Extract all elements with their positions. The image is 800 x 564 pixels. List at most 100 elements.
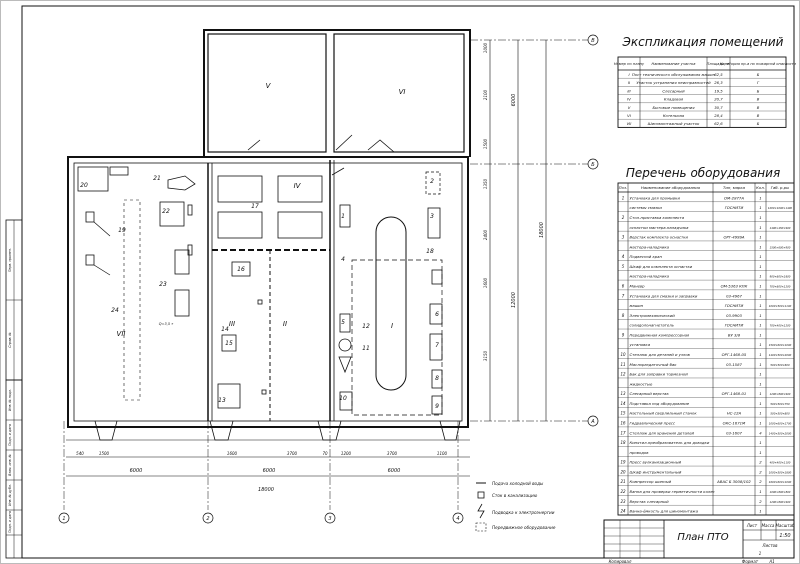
- dim-small: 1600: [227, 451, 238, 456]
- dim-right: 1600: [483, 277, 488, 288]
- equipment-cell: мастера-наладчика: [630, 244, 670, 249]
- floor-plan: IIIIIIIVVVIVII12345678910111213141516171…: [58, 29, 599, 524]
- dim-small: 3700: [387, 451, 398, 456]
- workbench-3: [427, 207, 441, 239]
- equipment-cell: 1: [759, 450, 761, 455]
- axis-bubble-4: [452, 512, 464, 524]
- drill-15: [221, 334, 237, 352]
- equipment-cell: 1000×800×800: [770, 490, 791, 494]
- manoeuvre-6: [429, 303, 443, 325]
- explication-cell: VII: [627, 121, 633, 126]
- equipment-cell: проводов: [630, 450, 650, 455]
- equipment-cell: 17: [620, 430, 626, 435]
- equipment-cell: Пресс вулканизационный: [630, 460, 682, 465]
- equipment-cell: 13: [620, 391, 626, 396]
- cabinet-5: [339, 313, 351, 333]
- equipment-cell: 12: [620, 372, 626, 377]
- equipment-cell: 03-1607: [726, 430, 742, 435]
- explication-cell: Шиномонтажный участок: [648, 121, 701, 126]
- tb-sheets-count: 1: [759, 551, 762, 556]
- equipment-cell: 11: [620, 362, 625, 367]
- explication-cell: 19,5: [714, 88, 723, 93]
- lube-unit-7: [429, 333, 443, 361]
- explication-cell: Бытовые помещения: [652, 105, 695, 110]
- explication-cell: Котельная: [663, 113, 685, 118]
- position-15: 15: [225, 340, 233, 347]
- equipment-cell: 1: [759, 254, 761, 259]
- position-21: 21: [153, 175, 161, 182]
- position-12: 12: [362, 323, 370, 330]
- equipment-cell: 1: [759, 440, 761, 445]
- washer-1: [339, 204, 351, 228]
- position-9: 9: [435, 403, 439, 410]
- cabinet-20: [77, 166, 109, 192]
- position-23: 23: [159, 281, 167, 288]
- equipment-cell: Шкаф инструментальный: [630, 469, 682, 474]
- workbench-13: [217, 383, 241, 409]
- axis-bubble-3: [324, 512, 336, 524]
- equipment-cell: 1200×800×900: [770, 500, 791, 504]
- press-16: [231, 261, 251, 277]
- equipment-cell: 21: [620, 479, 625, 484]
- position-1: 1: [341, 213, 345, 220]
- equipment-cell: 700×400×1200: [770, 324, 791, 328]
- room-label-ii: II: [283, 320, 287, 328]
- equipment-cell: 1000×500×1800: [769, 470, 792, 474]
- position-17: 17: [251, 203, 259, 210]
- rect-18: [431, 269, 443, 285]
- equipment-title: Перечень оборудования: [626, 166, 780, 180]
- explication-cell: В: [757, 105, 760, 110]
- room-label-vii: VII: [117, 330, 126, 338]
- outer-wall: [67, 156, 469, 428]
- explication-cell: В: [757, 97, 760, 102]
- equipment-cell: Ванна для проверки герметичности колес: [630, 489, 716, 494]
- dim-right: 3150: [483, 350, 488, 361]
- equipment-cell: Установка для промывки: [630, 195, 681, 200]
- side-label: Взам. инв. №: [8, 454, 12, 476]
- equipment-cell: Слесарный верстак: [630, 391, 670, 396]
- equipment-cell: 1: [622, 195, 625, 200]
- equipment-cell: 03-4967: [726, 293, 742, 298]
- axis-label-В: В: [591, 38, 595, 44]
- equipment-cell: 3: [622, 235, 625, 240]
- workbench-23b: [174, 289, 190, 317]
- side-label: Инв. № подл.: [8, 389, 12, 411]
- bath-22: [159, 201, 185, 227]
- dim-small: 1200: [341, 451, 352, 456]
- explication-header: Категория пр-а по пожарной опасности: [720, 62, 797, 66]
- legend-item: Передвижное оборудование: [492, 525, 556, 530]
- side-label: Справ. №: [8, 332, 12, 348]
- equipment-cell: 20: [620, 469, 626, 474]
- room-label-vi: VI: [399, 88, 406, 96]
- equipment-cell: жидкостью: [629, 381, 654, 386]
- room-vi-outline: [333, 33, 465, 153]
- room-label-iii: III: [229, 320, 235, 328]
- dim-small: 3700: [287, 451, 298, 456]
- equipment-cell: 24: [620, 509, 626, 514]
- explication-header: Номер по плану: [614, 62, 645, 66]
- equipment-cell: 1: [759, 362, 761, 367]
- axis-label-1: 1: [62, 516, 65, 522]
- equipment-cell: 1: [759, 411, 761, 416]
- room-label-i: I: [391, 322, 393, 330]
- equipment-cell: 2: [759, 460, 762, 465]
- explication-cell: Слесарный: [662, 88, 685, 93]
- equipment-cell: 10: [620, 352, 626, 357]
- equipment-cell: 1: [759, 381, 761, 386]
- equipment-header: Поз.: [619, 185, 627, 190]
- equipment-cell: Компрессор шинный: [630, 479, 672, 484]
- equipment-cell: 4: [622, 254, 625, 259]
- equipment-cell: 23: [620, 499, 626, 504]
- explication-cell: II: [628, 80, 631, 85]
- position-20: 20: [80, 182, 88, 189]
- explication-cell: V: [628, 105, 631, 110]
- side-label: Инв. № дубл.: [8, 484, 12, 506]
- dim-small: 1500: [99, 451, 110, 456]
- dim-right-mid: 6000: [511, 94, 517, 107]
- equipment-cell: 1000×1000×1400: [768, 206, 792, 210]
- equipment-header: Тип, марка: [723, 185, 746, 190]
- equipment-cell: 1: [759, 391, 761, 396]
- axis-bubble-Б: [587, 158, 599, 170]
- position-7: 7: [435, 342, 439, 349]
